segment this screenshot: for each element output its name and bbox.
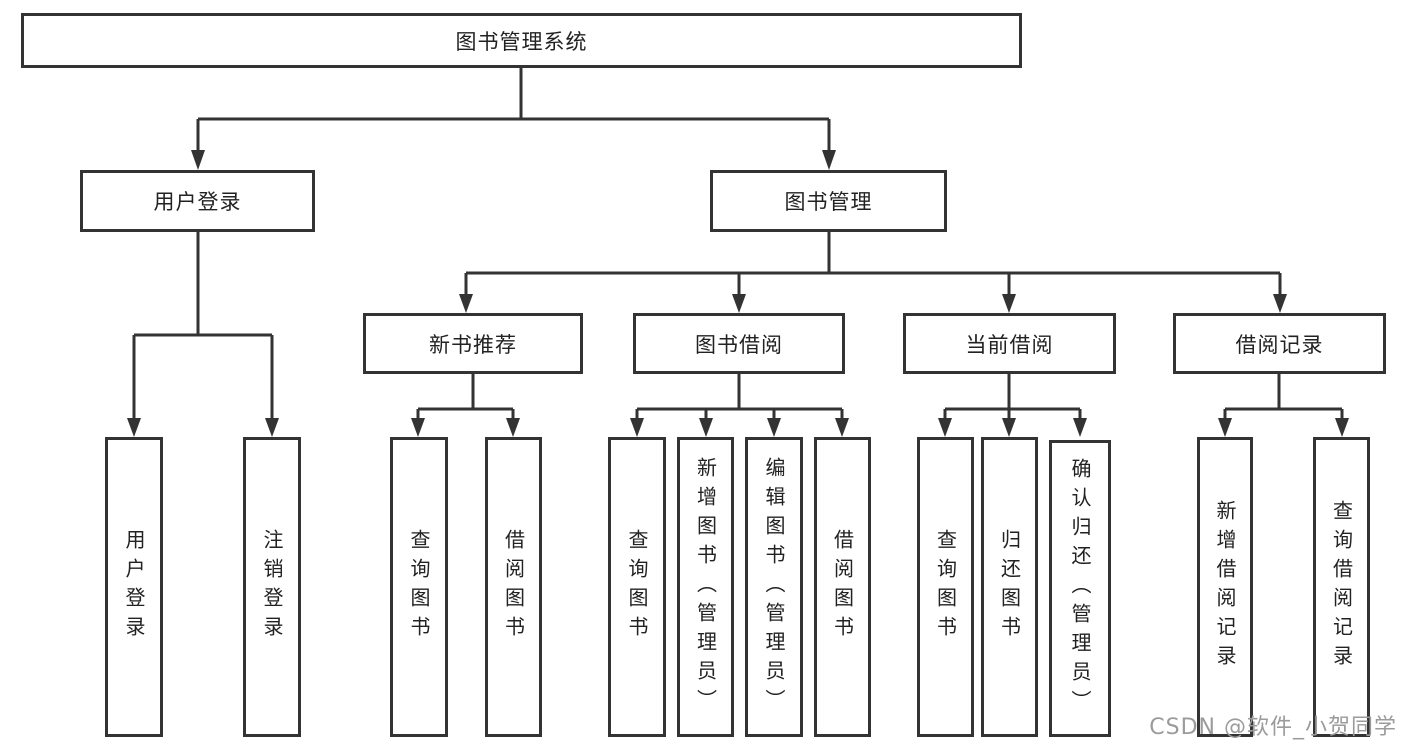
leaf-return-books: 归还图书 [981, 437, 1038, 737]
leaf-borrow-books-recommend: 借阅图书 [485, 437, 542, 737]
leaf-confirm-return-admin: 确认归还（管理员） [1049, 440, 1111, 737]
node-new-book-recommendation: 新书推荐 [363, 313, 583, 374]
leaf-query-books-current: 查询图书 [917, 437, 974, 737]
node-library-system: 图书管理系统 [21, 13, 1022, 68]
leaf-borrow-books-borrowing: 借阅图书 [814, 437, 871, 737]
node-book-borrowing: 图书借阅 [633, 313, 845, 374]
node-book-management: 图书管理 [710, 170, 947, 232]
leaf-edit-book-admin: 编辑图书（管理员） [745, 437, 803, 737]
node-current-borrowing: 当前借阅 [903, 313, 1116, 374]
node-user-login: 用户登录 [80, 170, 315, 232]
node-borrowing-records: 借阅记录 [1173, 313, 1386, 374]
leaf-query-books-recommend: 查询图书 [390, 437, 448, 737]
leaf-add-book-admin: 新增图书（管理员） [677, 437, 734, 737]
leaf-query-books-borrowing: 查询图书 [608, 437, 666, 737]
leaf-user-login: 用户登录 [105, 437, 163, 737]
csdn-watermark: CSDN @软件_小贺同学 [1149, 715, 1397, 740]
leaf-query-borrow-record: 查询借阅记录 [1313, 437, 1370, 737]
arrowheads [127, 150, 1349, 437]
leaf-logout: 注销登录 [243, 437, 301, 737]
leaf-add-borrow-record: 新增借阅记录 [1197, 437, 1253, 737]
